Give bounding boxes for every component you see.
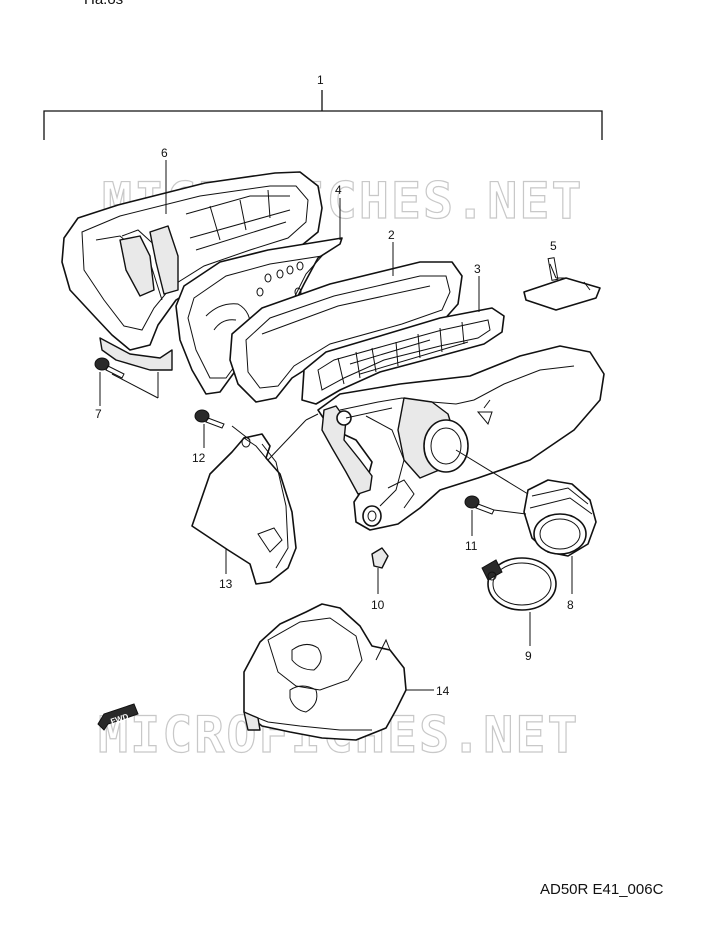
callout-9: 9 (525, 649, 532, 663)
callout-13: 13 (219, 577, 233, 591)
callouts: 1 6 4 2 3 5 7 12 13 11 10 8 9 14 (95, 73, 574, 698)
part-6-cap (61, 171, 323, 371)
part-9-clamp (481, 557, 557, 611)
callout-4: 4 (335, 183, 342, 197)
callout-11: 11 (465, 539, 478, 553)
part-12-bolt (194, 409, 225, 429)
part-3-element-frame (301, 307, 505, 405)
part-5-bracket (523, 257, 601, 311)
callout-3: 3 (474, 262, 481, 276)
callout-5: 5 (550, 239, 557, 253)
part-14-silencer (243, 603, 407, 741)
callout-14: 14 (436, 684, 450, 698)
part-7-screw (94, 357, 125, 379)
air-cleaner-case (317, 345, 605, 531)
header-fragment: Ha.os (84, 0, 123, 8)
part-10-clip (371, 547, 389, 569)
callout-1: 1 (317, 73, 324, 87)
part-13-cover (191, 433, 297, 585)
leader-lines (111, 372, 529, 515)
callout-7: 7 (95, 407, 102, 421)
diagram-code: AD50R E41_006C (540, 881, 664, 898)
callout-12: 12 (192, 451, 206, 465)
part-8-outlet-tube (523, 479, 597, 557)
part-2-element (229, 261, 463, 403)
assembly-bracket (43, 90, 603, 140)
callout-8: 8 (567, 598, 574, 612)
callout-6: 6 (161, 146, 168, 160)
callout-10: 10 (371, 598, 385, 612)
part-11-bolt (464, 495, 495, 515)
callout-2: 2 (388, 228, 395, 242)
